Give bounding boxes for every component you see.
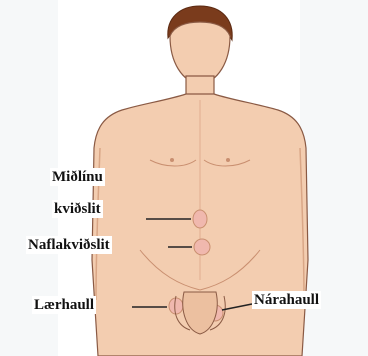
label-midline-line1: Miðlínu <box>50 168 105 186</box>
midline-hernia-bulge <box>193 210 207 228</box>
umbilical-hernia-bulge <box>194 239 210 255</box>
neck <box>186 76 214 96</box>
femoral-hernia-bulge <box>169 298 183 314</box>
label-midline-line2: kviðslit <box>52 200 103 218</box>
label-umbilical: Naflakviðslit <box>26 236 112 254</box>
label-femoral: Lærhaull <box>32 296 96 314</box>
label-inguinal: Nárahaull <box>252 291 321 309</box>
